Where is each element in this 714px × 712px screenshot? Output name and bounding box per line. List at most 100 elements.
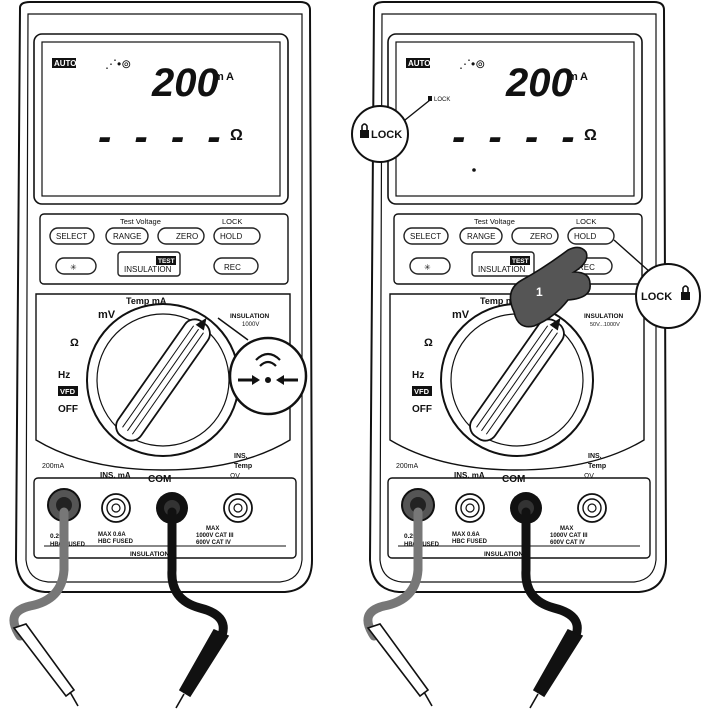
auto-indicator — [52, 58, 76, 68]
svg-text:HOLD: HOLD — [574, 232, 596, 241]
temp-jack-label: Temp — [588, 463, 606, 470]
test-voltage-label: Test Voltage — [474, 217, 515, 226]
auto-label: AUTO — [408, 59, 431, 68]
lcd-dot — [472, 168, 476, 172]
jack-200ma[interactable] — [401, 488, 435, 522]
lcd-lock-small-icon — [428, 96, 432, 101]
vfd-label: VFD — [414, 387, 430, 396]
pointing-hand-icon: 1 — [509, 246, 591, 328]
jack-v-ohm[interactable] — [223, 493, 253, 523]
jack-ins-ma[interactable] — [455, 493, 485, 523]
backlight-button[interactable]: ✳ — [409, 257, 451, 275]
svg-text:RANGE: RANGE — [113, 232, 141, 241]
insulation-tone-icon: ⋰•⊚ — [459, 57, 485, 71]
lock-header-label: LOCK — [576, 217, 596, 226]
lock-display-callout: LOCK — [351, 105, 409, 163]
ins-label: INS. — [234, 453, 248, 460]
left-jack-label: 200mA — [42, 463, 65, 470]
lock-header-label: LOCK — [222, 217, 242, 226]
test-tag — [156, 256, 176, 265]
com-label: COM — [148, 474, 171, 485]
insulation-range-label: INSULATION — [230, 313, 270, 320]
hz-label: Hz — [58, 370, 70, 381]
select-button[interactable]: SELECT — [403, 227, 449, 245]
max-fuse-label: HBC FUSED — [452, 539, 488, 545]
svg-text:REC: REC — [578, 263, 595, 272]
ins-label: INS. — [588, 453, 602, 460]
off-label: OFF — [58, 404, 78, 415]
jack-200ma[interactable] — [47, 488, 81, 522]
fuse-rating-label: 0.25A — [404, 533, 422, 540]
svg-text:INSULATION: INSULATION — [478, 265, 526, 274]
test-tag-label: TEST — [158, 258, 175, 265]
insulation-voltage-label: 1000V — [242, 322, 259, 328]
lcd-dashes: - - - - — [98, 115, 227, 159]
auto-indicator — [406, 58, 430, 68]
test-lead-black — [521, 507, 584, 709]
svg-text:ZERO: ZERO — [176, 232, 198, 241]
vfd-badge — [58, 386, 78, 396]
auto-label: AUTO — [54, 59, 77, 68]
lcd-reading: 200 — [151, 61, 219, 105]
max-label: MAX — [206, 526, 219, 532]
lcd-unit-prefix: m — [568, 71, 578, 83]
hold-button[interactable]: HOLD — [213, 227, 261, 245]
mv-label: mV — [452, 309, 470, 321]
meter-right: AUTO ⋰•⊚ 200 m A LOCK - - - - Ω Test Vol… — [363, 1, 667, 709]
zero-button[interactable]: ZERO — [511, 227, 559, 245]
lcd-reading: 200 — [505, 61, 573, 105]
off-label: OFF — [412, 404, 432, 415]
lock-callout-left-label: LOCK — [371, 129, 402, 141]
lcd-lock-small: LOCK — [434, 97, 450, 103]
continuity-icon — [238, 352, 298, 385]
svg-text:SELECT: SELECT — [56, 232, 87, 241]
svg-text:✳: ✳ — [424, 263, 431, 272]
test-voltage-label: Test Voltage — [120, 217, 161, 226]
lcd-unit-prefix: m — [214, 71, 224, 83]
jack-ins-ma[interactable] — [101, 493, 131, 523]
svg-text:SELECT: SELECT — [410, 232, 441, 241]
svg-text:ZERO: ZERO — [530, 232, 552, 241]
zero-button[interactable]: ZERO — [157, 227, 205, 245]
fuse-rating-label: 0.25A — [50, 533, 68, 540]
insulation-range-label: INSULATION — [584, 313, 624, 320]
ohm-v-label: ΩV — [584, 473, 594, 480]
max-fuse-label: HBC FUSED — [98, 539, 134, 545]
lock-button-callout: LOCK — [635, 263, 701, 329]
test-lead-gray — [9, 507, 79, 707]
lock-icon — [681, 285, 690, 300]
mv-label: mV — [98, 309, 116, 321]
continuity-zoom-callout — [228, 336, 308, 416]
test-lead-gray — [363, 507, 433, 707]
ohm-v-label: ΩV — [230, 473, 240, 480]
step-number: 1 — [536, 285, 543, 299]
left-jack-label: 200mA — [396, 463, 419, 470]
svg-text:INSULATION: INSULATION — [124, 265, 172, 274]
insulation-bar-label: INSULATION — [130, 551, 170, 558]
insulation-voltage-label: 50V...1000V — [590, 322, 620, 328]
lcd-unit: A — [226, 71, 234, 83]
range-button[interactable]: RANGE — [459, 227, 503, 245]
test-tag-label: TEST — [512, 258, 529, 265]
lcd-dashes: - - - - — [452, 115, 581, 159]
rec-button[interactable]: REC — [213, 257, 259, 275]
backlight-button[interactable]: ✳ — [55, 257, 97, 275]
cat-iii-label: 1000V CAT III — [550, 533, 588, 539]
cat-iv-label: 600V CAT IV — [196, 540, 231, 546]
svg-text:RANGE: RANGE — [467, 232, 495, 241]
range-button[interactable]: RANGE — [105, 227, 149, 245]
test-tag — [510, 256, 530, 265]
cat-iii-label: 1000V CAT III — [196, 533, 234, 539]
select-button[interactable]: SELECT — [49, 227, 95, 245]
hold-button[interactable]: HOLD — [567, 227, 615, 245]
hz-label: Hz — [412, 370, 424, 381]
ins-ma-label: INS. mA — [454, 471, 485, 480]
lcd-ohm: Ω — [584, 127, 597, 144]
max-current-label: MAX 0.6A — [452, 532, 480, 538]
svg-text:✳: ✳ — [70, 263, 77, 272]
meter-left: AUTO ⋰•⊚ 200 m A - - - - Ω Test Voltage … — [9, 1, 313, 709]
jack-v-ohm[interactable] — [577, 493, 607, 523]
insulation-bar-label: INSULATION — [484, 551, 524, 558]
cat-iv-label: 600V CAT IV — [550, 540, 585, 546]
